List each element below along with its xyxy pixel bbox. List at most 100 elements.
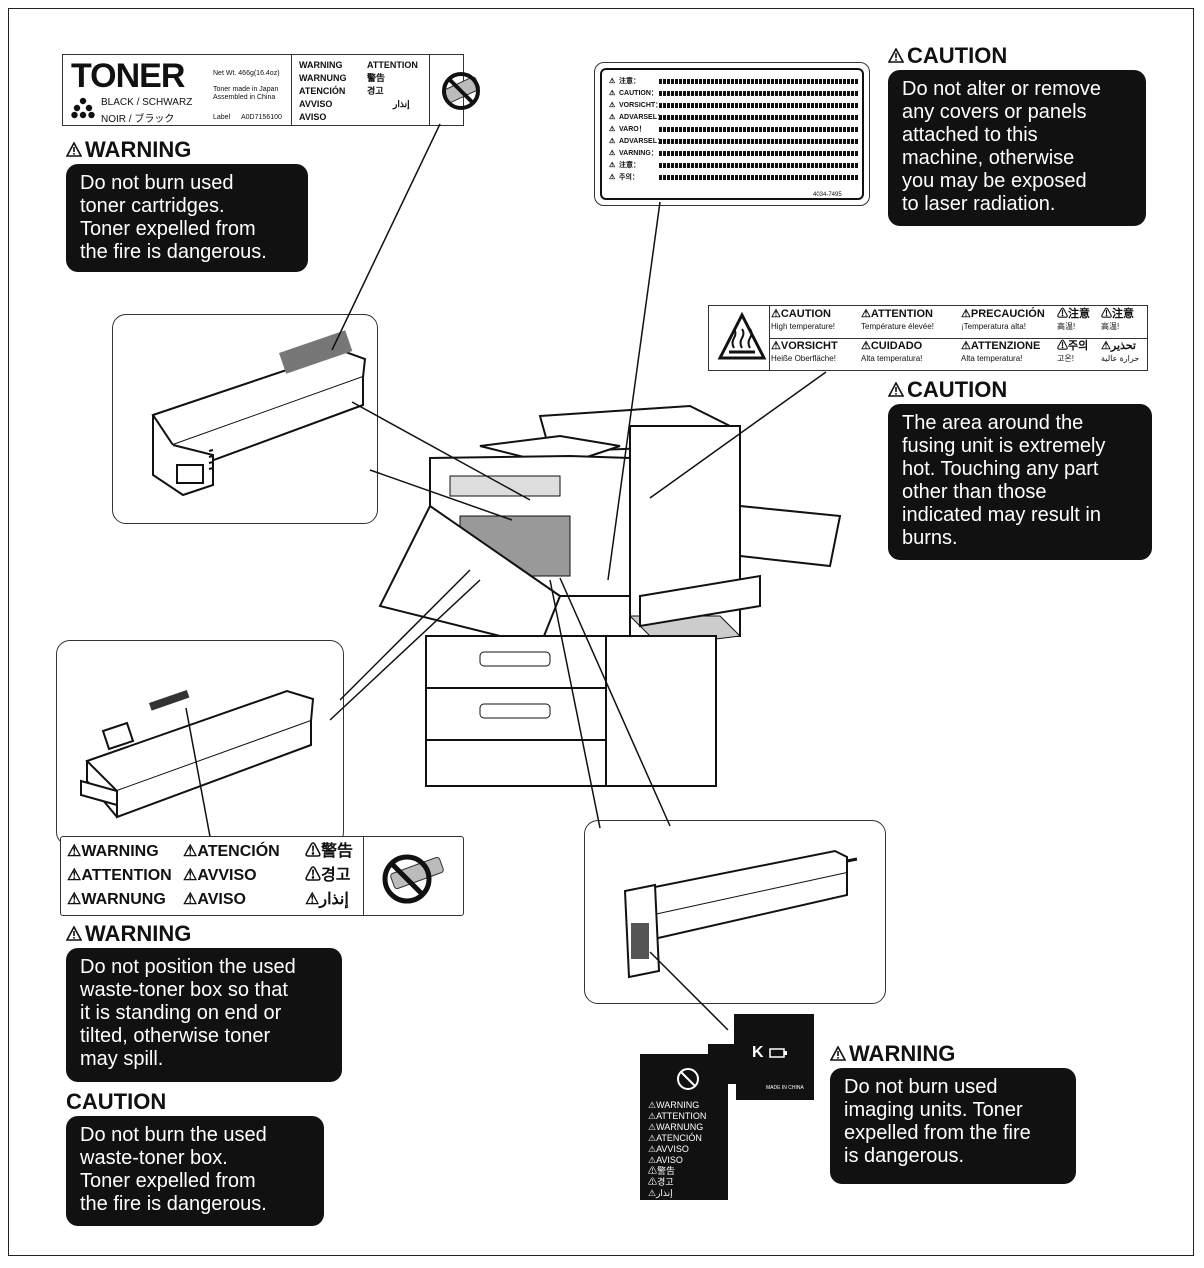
- caution-laser-box: Do not alter or remove any covers or pan…: [888, 70, 1146, 226]
- laser-label-lang: VORSICHT：: [619, 102, 663, 109]
- imaging-label-words: ⚠WARNING⚠ATTENTION⚠WARNUNG⚠ATENCIÓN⚠AVVI…: [648, 1100, 728, 1199]
- waste-label-word: ⚠WARNUNG: [67, 891, 166, 908]
- warning-triangle-icon: [66, 926, 82, 941]
- caution-waste-box: Do not burn the used waste-toner box. To…: [66, 1116, 324, 1226]
- laser-label-line: ⚠注意：: [609, 75, 859, 87]
- laser-label-text-block: [659, 174, 859, 180]
- warning-triangle-icon: ⚠: [609, 174, 616, 181]
- warning-triangle-icon: ⚠: [609, 114, 616, 121]
- laser-label-line: ⚠주의：: [609, 171, 859, 183]
- waste-label-word: ⚠ATTENTION: [67, 867, 172, 884]
- warning-triangle-icon: ⚠: [609, 78, 616, 85]
- laser-label-text-block: [659, 138, 859, 144]
- heat-label-word: ⚠PRECAUCIÓN: [961, 308, 1045, 320]
- heat-label-word: ⚠注意: [1101, 308, 1134, 320]
- page-frame: [8, 8, 1194, 1256]
- heat-label-sub: حرارة عالية: [1101, 354, 1140, 363]
- heat-label-word: ⚠CUIDADO: [861, 340, 923, 352]
- waste-label-word: ⚠경고: [305, 867, 351, 884]
- heat-label-cell: ⚠注意高温!: [1101, 308, 1145, 332]
- toner-color: BLACK / SCHWARZ: [101, 97, 193, 108]
- warning-waste-box: Do not position the used waste-toner box…: [66, 948, 342, 1082]
- warning-toner-heading: WARNING: [66, 138, 191, 162]
- laser-label-line: ⚠VARO！: [609, 123, 859, 135]
- laser-label-text-block: [659, 102, 859, 108]
- heat-label-word: ⚠ATTENTION: [861, 308, 933, 320]
- toner-brand: TONER: [71, 57, 185, 95]
- waste-label-word: ⚠ATENCIÓN: [183, 843, 280, 860]
- waste-label-word: ⚠WARNING: [67, 843, 159, 860]
- laser-label-lang: VARO！: [619, 126, 646, 133]
- laser-label-line: ⚠注意：: [609, 159, 859, 171]
- laser-label-lang: VARNING：: [619, 150, 658, 157]
- toner-assembled: Assembled in China: [213, 94, 276, 101]
- laser-label-text-block: [659, 162, 859, 168]
- laser-label-line: ⚠ADVARSEL：: [609, 111, 859, 123]
- toner-color-2: NOIR / ブラック: [101, 114, 175, 125]
- heat-label-word: ⚠CAUTION: [771, 308, 831, 320]
- imaging-label-word: ⚠AVISO: [648, 1155, 683, 1165]
- warning-triangle-icon: ⚠: [609, 150, 616, 157]
- toner-dots-icon: [71, 97, 95, 119]
- waste-label-word: ⚠AVISO: [183, 891, 246, 908]
- laser-label-lang: ADVARSEL：: [619, 114, 664, 121]
- imaging-label-word: ⚠ATTENTION: [648, 1111, 707, 1121]
- laser-label-lang: 注意：: [619, 162, 640, 169]
- heat-label-sub: 高温!: [1101, 322, 1120, 331]
- warning-triangle-icon: ⚠: [609, 102, 616, 109]
- warning-triangle-icon: ⚠: [609, 138, 616, 145]
- waste-toner-box-panel: [56, 640, 344, 846]
- toner-word-6: 경고: [367, 86, 384, 96]
- imaging-label-word: ⚠إنذار: [648, 1188, 673, 1198]
- imaging-label-word: ⚠ATENCIÓN: [648, 1133, 702, 1143]
- laser-label-lines: ⚠注意：⚠CAUTION：⚠VORSICHT：⚠ADVARSEL：⚠VARO！⚠…: [609, 75, 859, 183]
- heat-label-word: ⚠تحذير: [1101, 340, 1136, 352]
- laser-label-text-block: [659, 150, 859, 156]
- caution-fusing-box: The area around the fusing unit is extre…: [888, 404, 1152, 560]
- heat-label-sub: 高温!: [1057, 322, 1076, 331]
- laser-label-lang: 注意：: [619, 78, 640, 85]
- waste-toner-label: ⚠WARNING ⚠ATENCIÓN ⚠警告 ⚠ATTENTION ⚠AVVISO ⚠경고…: [60, 836, 464, 916]
- warning-triangle-icon: [66, 142, 82, 157]
- heat-label-cell: ⚠تحذير حرارة عالية: [1101, 340, 1145, 364]
- imaging-label-word: ⚠경고: [648, 1177, 674, 1187]
- waste-label-word: ⚠警告: [305, 843, 354, 860]
- laser-label-text-block: [659, 114, 859, 120]
- heat-label-sub: High temperature!: [771, 322, 836, 331]
- heat-label-word: ⚠注意: [1057, 308, 1090, 320]
- toner-made-in: Toner made in Japan: [213, 86, 279, 93]
- laser-label-text-block: [659, 90, 859, 96]
- toner-word-4: 警告: [367, 73, 386, 83]
- warning-triangle-icon: ⚠: [609, 90, 616, 97]
- no-fire-icon: [442, 72, 480, 110]
- imaging-label-word: ⚠警告: [648, 1166, 676, 1176]
- heat-label-sub: Heiße Oberfläche!: [771, 354, 836, 363]
- heat-label-sub: 고온!: [1057, 354, 1074, 363]
- caution-waste-heading: CAUTION: [66, 1089, 167, 1114]
- heat-label-word: ⚠ATTENZIONE: [961, 340, 1041, 352]
- warning-toner-box: Do not burn used toner cartridges. Toner…: [66, 164, 308, 272]
- warning-waste-heading: WARNING: [66, 922, 191, 946]
- hot-surface-icon: [717, 312, 767, 360]
- waste-label-word: ⚠AVVISO: [183, 867, 257, 884]
- laser-caution-label: ⚠注意：⚠CAUTION：⚠VORSICHT：⚠ADVARSEL：⚠VARO！⚠…: [594, 62, 870, 206]
- caution-laser-heading: CAUTION: [888, 44, 1007, 68]
- warning-imaging-heading: WARNING: [830, 1042, 955, 1066]
- toner-label-code: A0D7156100: [241, 114, 282, 121]
- laser-label-text-block: [659, 78, 859, 84]
- imaging-unit-label-shape: [640, 1014, 814, 1200]
- laser-label-text-block: [659, 126, 859, 132]
- laser-label-code: 4034-7495: [813, 192, 842, 198]
- warning-triangle-icon: [888, 382, 904, 397]
- toner-label-text: Label: [213, 114, 231, 121]
- imaging-label-word: ⚠WARNUNG: [648, 1122, 704, 1132]
- warning-triangle-icon: [888, 48, 904, 63]
- heat-label-cell: ⚠注意高温!: [1057, 308, 1101, 332]
- laser-label-line: ⚠CAUTION：: [609, 87, 859, 99]
